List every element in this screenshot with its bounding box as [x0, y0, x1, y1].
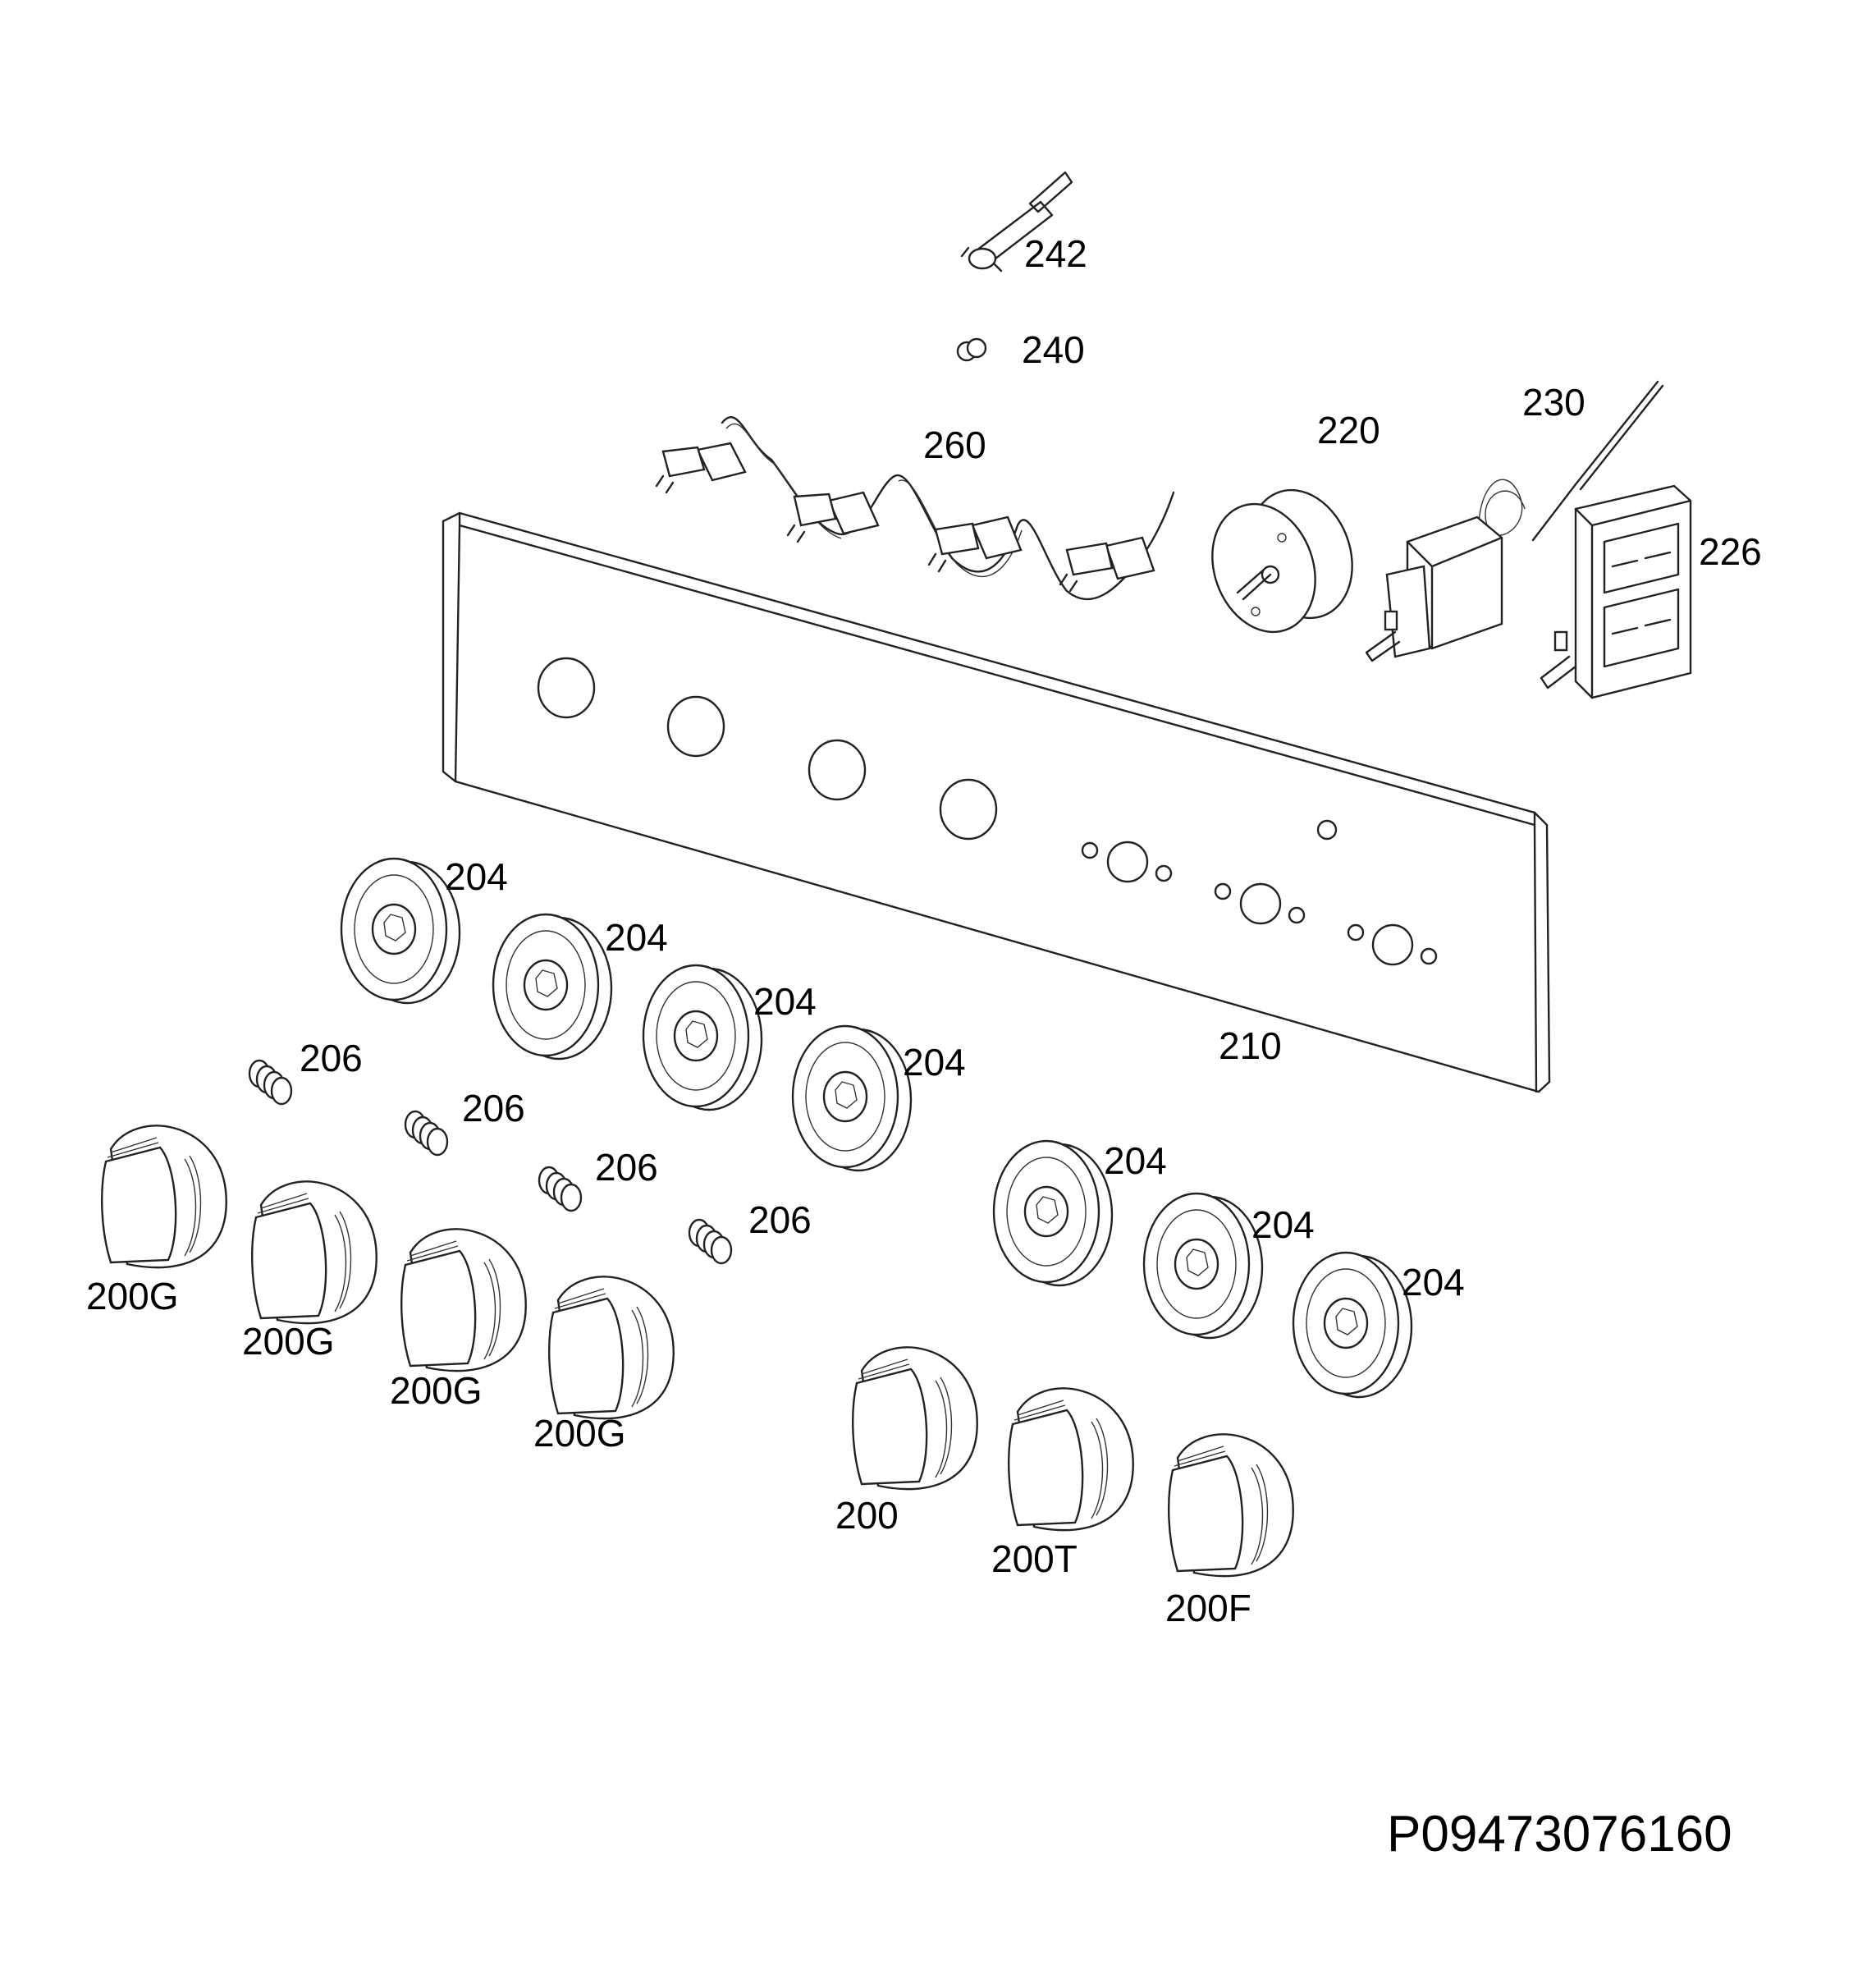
part-204-bezel-ring-7[interactable]	[1292, 1251, 1413, 1399]
label-226: 226	[1699, 530, 1762, 573]
part-200G-knob-4[interactable]	[548, 1276, 675, 1420]
part-206-spring-3[interactable]	[538, 1166, 583, 1212]
label-200F: 200F	[1165, 1587, 1251, 1629]
part-240-clip[interactable]	[956, 337, 987, 362]
label-260: 260	[923, 424, 986, 466]
label-200: 200	[835, 1494, 899, 1537]
label-204-4: 204	[903, 1041, 966, 1084]
label-204-1: 204	[445, 855, 508, 898]
part-204-bezel-ring-6[interactable]	[1142, 1192, 1264, 1340]
drawing-code: P09473076160	[1387, 1806, 1732, 1862]
part-230-thermostat[interactable]	[1365, 380, 1664, 662]
part-260-switch-harness[interactable]	[655, 415, 1175, 601]
label-200G-4: 200G	[533, 1412, 626, 1455]
label-242: 242	[1024, 232, 1087, 275]
part-206-spring-4[interactable]	[688, 1218, 733, 1265]
part-200T-knob[interactable]	[1008, 1387, 1134, 1532]
part-204-bezel-ring-5[interactable]	[992, 1139, 1114, 1287]
part-210-control-panel[interactable]	[442, 511, 1551, 1093]
part-200G-knob-3[interactable]	[400, 1228, 527, 1372]
part-220-timer[interactable]	[1195, 475, 1369, 646]
label-200G-3: 200G	[390, 1369, 483, 1412]
label-206-3: 206	[595, 1146, 658, 1189]
part-200-knob[interactable]	[852, 1346, 978, 1491]
part-206-spring-1[interactable]	[248, 1059, 293, 1106]
label-240: 240	[1022, 328, 1085, 371]
label-204-6: 204	[1251, 1203, 1315, 1246]
part-206-spring-2[interactable]	[404, 1110, 449, 1157]
part-200G-knob-1[interactable]	[101, 1125, 227, 1269]
part-242-probe[interactable]	[960, 171, 1073, 273]
label-200T: 200T	[991, 1537, 1078, 1580]
label-220: 220	[1317, 409, 1380, 451]
part-204-bezel-ring-1[interactable]	[340, 857, 461, 1005]
label-204-7: 204	[1402, 1261, 1465, 1303]
label-204-5: 204	[1104, 1139, 1167, 1182]
label-206-2: 206	[462, 1087, 525, 1129]
part-226-switch-block[interactable]	[1540, 484, 1692, 699]
part-200G-knob-2[interactable]	[251, 1180, 377, 1325]
label-230: 230	[1522, 381, 1585, 424]
part-204-bezel-ring-4[interactable]	[791, 1024, 913, 1172]
label-206-1: 206	[300, 1037, 363, 1079]
label-204-3: 204	[753, 980, 817, 1023]
label-200G-2: 200G	[242, 1320, 335, 1363]
label-204-2: 204	[605, 916, 668, 959]
part-204-bezel-ring-2[interactable]	[492, 913, 613, 1061]
label-200G-1: 200G	[86, 1275, 179, 1317]
label-210: 210	[1219, 1024, 1282, 1067]
part-204-bezel-ring-3[interactable]	[642, 964, 763, 1111]
label-206-4: 206	[748, 1198, 812, 1241]
part-200F-knob[interactable]	[1168, 1433, 1294, 1578]
